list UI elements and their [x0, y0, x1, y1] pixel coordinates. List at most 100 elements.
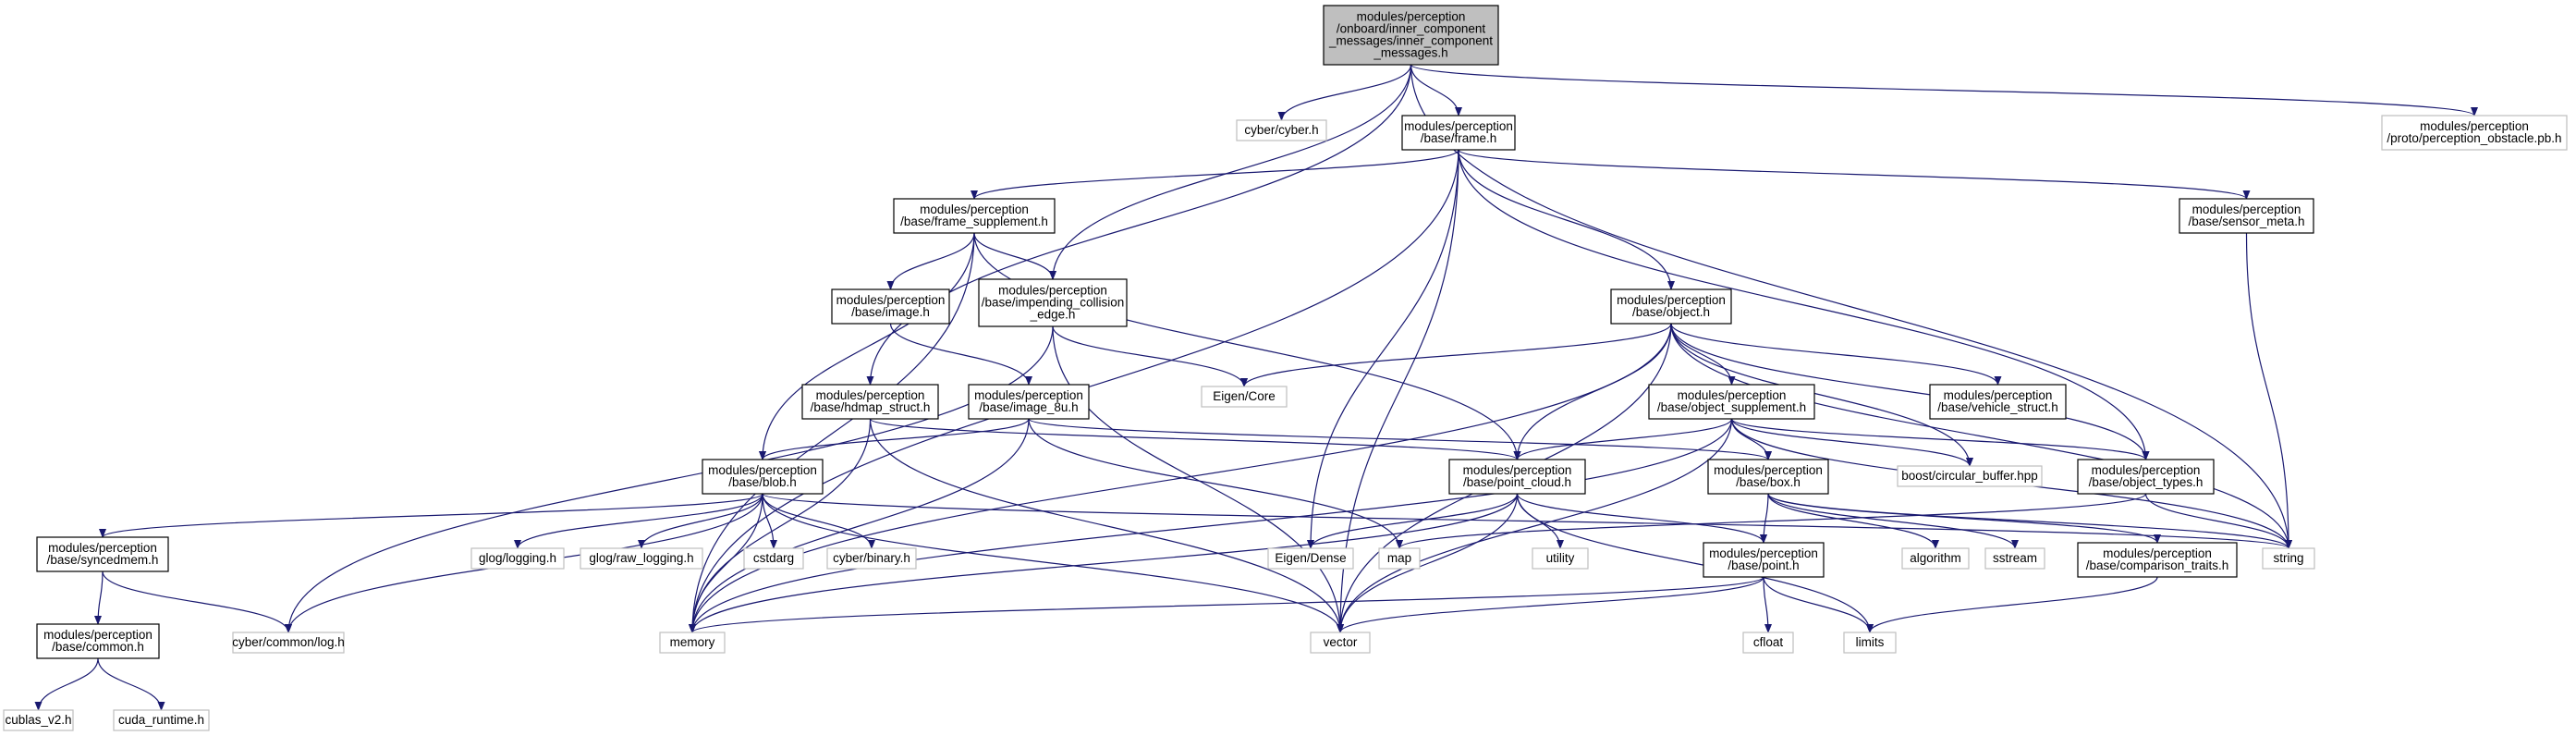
node-cyber-log: cyber/common/log.h — [232, 632, 345, 654]
node-box[interactable]: modules/perception/base/box.h — [1707, 459, 1829, 495]
node-object-supplement[interactable]: modules/perception/base/object_supplemen… — [1648, 384, 1815, 420]
node-box — [1929, 384, 2067, 420]
edge-blob-to-syncedmem — [99, 493, 763, 538]
node-box — [826, 547, 917, 570]
node-memory: memory — [659, 632, 726, 654]
node-box — [1897, 465, 2043, 487]
node-impending[interactable]: modules/perception/base/impending_collis… — [978, 278, 1128, 327]
node-box — [968, 384, 1090, 420]
edge-frame-to-eigen_dense — [1307, 149, 1459, 549]
node-label: /base/hdmap_struct.h — [811, 400, 931, 414]
edge-point-to-memory — [689, 576, 1764, 633]
node-label: cyber/cyber.h — [1244, 123, 1318, 137]
node-syncedmem[interactable]: modules/perception/base/syncedmem.h — [36, 536, 169, 572]
node-label: limits — [1856, 635, 1885, 649]
node-label: /base/impending_collision — [982, 296, 1125, 310]
node-label: cstdarg — [753, 551, 794, 565]
node-glog-logging: glog/logging.h — [470, 547, 565, 570]
node-point[interactable]: modules/perception/base/point.h — [1703, 542, 1825, 578]
node-sstream: sstream — [1984, 547, 2045, 570]
node-label: modules/perception — [836, 293, 946, 307]
node-label: modules/perception — [2192, 202, 2301, 216]
edge-blob-to-glog_logging — [514, 493, 763, 549]
node-cyber-cyber: cyber/cyber.h — [1236, 119, 1327, 141]
edge-frame_supplement-to-image — [886, 232, 975, 290]
node-box — [1201, 386, 1288, 408]
edge-point_cloud-to-vector — [1337, 493, 1519, 633]
node-box — [2179, 198, 2314, 234]
edge-frame-to-sensor_meta — [1458, 149, 2251, 200]
node-label: /onboard/inner_component — [1337, 22, 1486, 36]
edge-point-to-limits — [1763, 576, 1874, 633]
node-box — [2077, 459, 2215, 495]
node-label: /base/syncedmem.h — [47, 553, 159, 567]
edge-frame_supplement-to-impending — [973, 232, 1056, 280]
node-string: string — [2262, 547, 2315, 570]
edge-sensor_meta-to-string — [2245, 232, 2292, 549]
node-box — [1532, 547, 1589, 570]
node-box — [1236, 119, 1327, 141]
node-label: modules/perception — [816, 388, 925, 402]
node-label: Eigen/Dense — [1275, 551, 1346, 565]
node-object-types[interactable]: modules/perception/base/object_types.h — [2077, 459, 2215, 495]
node-eigen-core: Eigen/Core — [1201, 386, 1288, 408]
node-image[interactable]: modules/perception/base/image.h — [831, 288, 950, 325]
edge-impending-to-vector — [1052, 325, 1344, 633]
node-point-cloud[interactable]: modules/perception/base/point_cloud.h — [1448, 459, 1586, 495]
node-label: cfloat — [1753, 635, 1784, 649]
node-box — [1742, 632, 1794, 654]
node-blob[interactable]: modules/perception/base/blob.h — [702, 459, 824, 495]
node-label: _messages.h — [1373, 46, 1447, 60]
node-box — [831, 288, 950, 325]
edge-impending-to-cyber_log — [285, 325, 1054, 633]
node-common[interactable]: modules/perception/base/common.h — [36, 623, 160, 659]
edge-image_8u-to-map — [1028, 418, 1403, 549]
nodes-layer: modules/perception/onboard/inner_compone… — [3, 5, 2568, 731]
node-label: /base/box.h — [1736, 475, 1801, 489]
node-hdmap-struct[interactable]: modules/perception/base/hdmap_struct.h — [801, 384, 939, 420]
node-sensor-meta[interactable]: modules/perception/base/sensor_meta.h — [2179, 198, 2314, 234]
edge-object-to-string — [1670, 323, 2292, 549]
node-label: /base/vehicle_struct.h — [1937, 400, 2058, 414]
node-frame[interactable]: modules/perception/base/frame.h — [1401, 115, 1516, 151]
edge-point_cloud-to-limits — [1516, 493, 1874, 633]
node-label: /base/point_cloud.h — [1463, 475, 1571, 489]
node-box — [113, 709, 210, 731]
node-label: modules/perception — [2092, 463, 2201, 477]
node-label: modules/perception — [1357, 10, 1466, 24]
node-comparison-traits[interactable]: modules/perception/base/comparison_trait… — [2077, 542, 2238, 578]
node-label: /base/comparison_traits.h — [2086, 558, 2229, 572]
edge-common-to-cuda_runtime — [97, 657, 165, 711]
node-label: /base/frame_supplement.h — [900, 215, 1048, 228]
node-object[interactable]: modules/perception/base/object.h — [1610, 288, 1732, 325]
node-label: sstream — [1993, 551, 2037, 565]
node-label: glog/logging.h — [479, 551, 556, 565]
node-label: modules/perception — [1463, 463, 1572, 477]
edge-blob-to-string — [762, 493, 2292, 549]
edge-frame_supplement-to-memory — [689, 232, 975, 633]
node-vehicle-struct[interactable]: modules/perception/base/vehicle_struct.h — [1929, 384, 2067, 420]
edge-point-to-cfloat — [1763, 576, 1772, 633]
node-label: modules/perception — [1617, 293, 1726, 307]
node-box — [2262, 547, 2315, 570]
node-label: modules/perception — [2420, 119, 2529, 133]
node-image-8u[interactable]: modules/perception/base/image_8u.h — [968, 384, 1090, 420]
node-label: modules/perception — [43, 628, 153, 642]
node-glog-raw-logging: glog/raw_logging.h — [580, 547, 703, 570]
node-label: glog/raw_logging.h — [589, 551, 693, 565]
node-root[interactable]: modules/perception/onboard/inner_compone… — [1323, 5, 1499, 66]
node-box — [2077, 542, 2238, 578]
node-box — [470, 547, 565, 570]
edge-box-to-string — [1767, 493, 2292, 549]
node-box — [801, 384, 939, 420]
edge-root-to-hdmap_struct — [866, 64, 1412, 386]
edge-image_8u-to-memory — [689, 418, 1030, 633]
node-box — [1703, 542, 1825, 578]
edge-frame_supplement-to-blob — [759, 232, 975, 460]
node-frame-supplement[interactable]: modules/perception/base/frame_supplement… — [893, 198, 1056, 234]
edge-point_cloud-to-memory — [689, 493, 1519, 633]
edge-root-to-impending — [1049, 64, 1412, 280]
node-algorithm: algorithm — [1901, 547, 1970, 570]
edge-point_cloud-to-eigen_dense — [1307, 493, 1519, 549]
